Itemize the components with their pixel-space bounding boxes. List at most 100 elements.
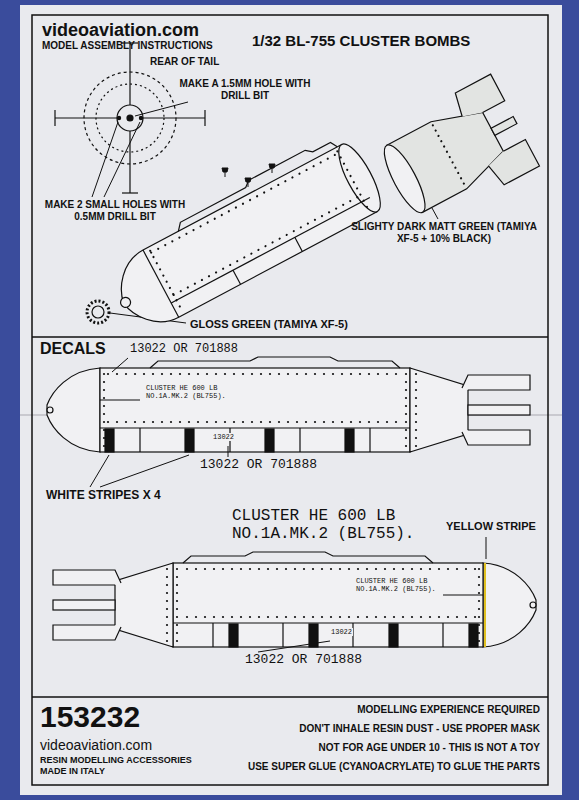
rivet — [208, 275, 211, 278]
rivet — [172, 293, 175, 296]
rivet — [437, 134, 440, 137]
rivet — [168, 286, 171, 289]
rivet — [270, 187, 273, 190]
bomb-body-perspective — [171, 197, 370, 303]
bomb-body-perspective — [143, 250, 179, 317]
yellow-stripe — [484, 563, 486, 647]
rivet — [306, 222, 309, 225]
rivet — [313, 218, 316, 221]
leader-line — [92, 122, 118, 197]
tail-unit-perspective — [377, 140, 432, 217]
leader-line — [90, 455, 109, 487]
tail-rear-view — [204, 110, 205, 126]
fuse-nub — [222, 164, 275, 187]
decal-number: 13022 OR 701888 — [130, 343, 238, 357]
rivet — [359, 193, 362, 196]
fuse-nub — [225, 172, 226, 177]
rivet — [200, 278, 203, 281]
decal-number: 13022 OR 701888 — [245, 653, 362, 668]
brand-name: videoaviation.com — [42, 20, 199, 41]
rivet — [164, 244, 167, 247]
fuse-nub — [248, 182, 249, 187]
rivet — [298, 172, 301, 175]
stencil-text: CLUSTER HE 600 LB NO.1A.MK.2 (BL755). — [145, 384, 229, 400]
rivet — [457, 171, 460, 174]
rivet — [319, 161, 322, 164]
rivet — [179, 290, 182, 293]
stencil-callout: CLUSTER HE 600 LB NO.1A.MK.2 (BL755). — [232, 507, 437, 544]
product-code: 153232 — [40, 700, 140, 735]
fuse-nub — [245, 178, 251, 182]
rivet — [236, 260, 239, 263]
rivet — [178, 236, 181, 239]
rivet — [175, 299, 178, 302]
divider — [32, 336, 548, 338]
rivet — [213, 217, 216, 220]
rivet — [192, 229, 195, 232]
bomb-body-perspective — [98, 128, 388, 338]
divider — [32, 696, 548, 698]
rivet — [215, 271, 218, 274]
tail-rear-view — [122, 192, 138, 193]
stencil-number: 13022 — [330, 628, 353, 636]
warning-note: MODELLING EXPERIENCE REQUIRED — [240, 704, 540, 716]
rivet — [362, 199, 365, 202]
bomb-body-perspective — [295, 237, 303, 251]
rivet — [186, 286, 189, 289]
subtitle: MODEL ASSEMBLY INSTRUCTIONS — [42, 40, 213, 52]
rivet — [178, 305, 181, 308]
tail-rear-view — [129, 131, 130, 193]
brand-name: videoaviation.com — [40, 737, 152, 753]
leader-line — [100, 455, 189, 487]
leader-line — [432, 208, 438, 219]
rivet — [292, 230, 295, 233]
rivet — [285, 233, 288, 236]
paper — [20, 5, 562, 795]
paint-note: GLOSS GREEN (TAMIYA XF-5) — [190, 318, 348, 331]
rivet — [328, 211, 331, 214]
rivet — [333, 153, 336, 156]
instruction-note: MAKE 2 SMALL HOLES WITH 0.5MM DRILL BIT — [40, 199, 190, 222]
rivet — [220, 214, 223, 217]
rivet — [448, 156, 451, 159]
border — [32, 15, 548, 785]
decal-number: 13022 OR 701888 — [200, 458, 317, 473]
rivet — [249, 199, 252, 202]
fuse-nub — [272, 168, 273, 173]
tail-rear-view — [127, 115, 133, 121]
rivet — [342, 162, 345, 165]
bomb-body-perspective — [119, 296, 133, 310]
rivet — [462, 182, 465, 185]
tail-unit-perspective — [371, 74, 540, 230]
rivet — [229, 263, 232, 266]
section-heading: DECALS — [40, 340, 106, 358]
rivet — [241, 202, 244, 205]
rivet — [454, 166, 457, 169]
rivet — [172, 293, 175, 296]
bomb-body-perspective — [173, 136, 338, 231]
rivet — [159, 268, 162, 271]
rivet — [277, 183, 280, 186]
rivet — [264, 245, 267, 248]
fuse-nub — [269, 164, 275, 168]
rivet — [434, 129, 437, 132]
rivet — [222, 267, 225, 270]
rivet — [243, 256, 246, 259]
tail-unit-perspective — [486, 140, 540, 188]
rivet — [257, 248, 260, 251]
footer-note: MADE IN ITALY — [40, 766, 105, 776]
bomb-decal-view — [53, 552, 536, 647]
rivet — [349, 175, 352, 178]
rivet — [305, 168, 308, 171]
rivet — [299, 226, 302, 229]
decal-note: WHITE STRIPES X 4 — [46, 489, 161, 503]
warning-note: DON'T INHALE RESIN DUST - USE PROPER MAS… — [200, 723, 540, 735]
leader-line — [112, 358, 128, 372]
rivet — [349, 200, 352, 203]
warning-note: NOT FOR AGE UNDER 10 - THIS IS NOT A TOY — [200, 742, 540, 754]
propeller — [87, 301, 109, 323]
rivet — [291, 176, 294, 179]
propeller — [87, 301, 109, 323]
tail-unit-perspective — [451, 74, 505, 122]
